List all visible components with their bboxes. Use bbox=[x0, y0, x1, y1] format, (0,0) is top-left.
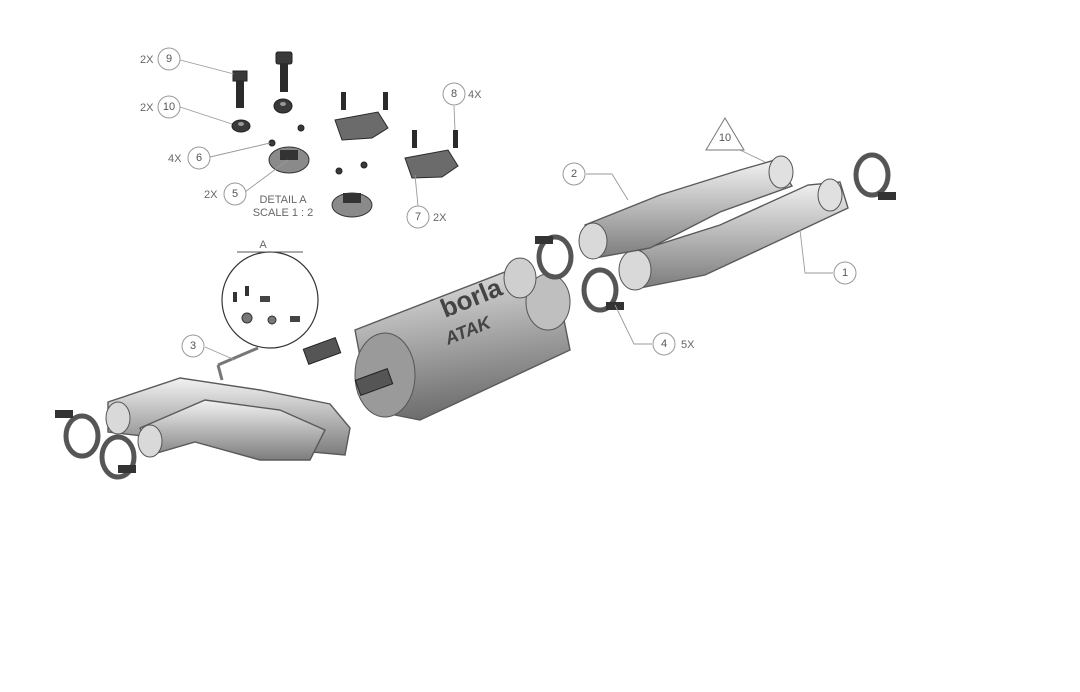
callout-9-number: 9 bbox=[166, 53, 172, 65]
callout-5-number: 5 bbox=[232, 188, 238, 200]
callout-5: 5 2X bbox=[204, 182, 247, 206]
callout-1: 1 bbox=[833, 261, 857, 285]
detail-scale: SCALE 1 : 2 bbox=[253, 207, 314, 219]
cam-plate-5b bbox=[331, 192, 373, 218]
pipe-2 bbox=[578, 155, 794, 260]
callout-3-number: 3 bbox=[190, 340, 196, 352]
clamp-left-2 bbox=[99, 434, 137, 480]
bolt-9 bbox=[232, 70, 248, 108]
detail-a-parts: DETAIL A SCALE 1 : 2 bbox=[231, 51, 459, 219]
callout-1-number: 1 bbox=[842, 267, 848, 279]
screw-6c bbox=[335, 167, 343, 175]
bracket-7a bbox=[334, 92, 389, 141]
callout-10: 10 2X bbox=[140, 95, 181, 119]
callout-9-qty: 2X bbox=[140, 54, 154, 66]
clamp-mid-1 bbox=[535, 234, 574, 280]
detail-title: DETAIL A bbox=[259, 194, 307, 206]
clamp-left-1 bbox=[55, 410, 101, 459]
muffler: borla ATAK bbox=[302, 257, 571, 421]
bracket-7b bbox=[404, 130, 459, 179]
callout-8-qty: 4X bbox=[468, 89, 482, 101]
callout-8-number: 8 bbox=[451, 88, 457, 100]
callout-5-qty: 2X bbox=[204, 189, 218, 201]
bolt-large bbox=[275, 51, 293, 92]
detail-a-circle: A bbox=[221, 239, 319, 349]
callout-10-number: 10 bbox=[163, 101, 175, 113]
callout-6-number: 6 bbox=[196, 152, 202, 164]
screw-6d bbox=[360, 161, 368, 169]
clamp-right-top bbox=[853, 152, 896, 200]
y-pipe-left bbox=[105, 346, 351, 461]
nut-10 bbox=[231, 119, 251, 133]
detail-marker: A bbox=[259, 239, 267, 251]
callout-10-triangle-number: 10 bbox=[719, 132, 731, 144]
callout-8: 8 4X bbox=[442, 82, 482, 106]
callout-10-qty: 2X bbox=[140, 102, 154, 114]
nut-large bbox=[273, 98, 293, 114]
screw-6b bbox=[297, 124, 305, 132]
callout-10-triangle: 10 bbox=[705, 117, 745, 151]
callout-3: 3 bbox=[181, 334, 205, 358]
clamp-mid-2 bbox=[581, 267, 624, 313]
leader-lines bbox=[179, 59, 833, 361]
callout-4-number: 4 bbox=[661, 338, 667, 350]
callout-4-qty: 5X bbox=[681, 339, 695, 351]
callout-6-qty: 4X bbox=[168, 153, 182, 165]
callout-7-qty: 2X bbox=[433, 212, 447, 224]
pipe-1 bbox=[618, 178, 849, 291]
callout-7-number: 7 bbox=[415, 211, 421, 223]
cam-plate-5 bbox=[268, 146, 310, 174]
callout-2: 2 bbox=[562, 162, 586, 186]
callout-7: 7 2X bbox=[406, 205, 447, 229]
callout-6: 6 4X bbox=[168, 146, 211, 170]
callout-2-number: 2 bbox=[571, 168, 577, 180]
callout-9: 9 2X bbox=[140, 47, 181, 71]
callout-4: 4 5X bbox=[652, 332, 695, 356]
